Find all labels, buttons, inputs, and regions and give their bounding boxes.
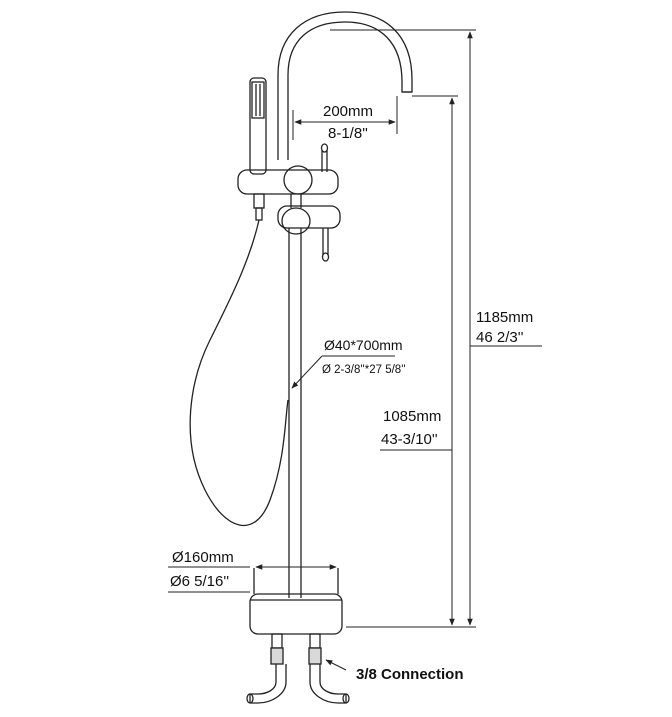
pipe-size-mm-label: Ø40*700mm [324,337,403,353]
connection-label: 3/8 Connection [356,666,464,683]
lower-valve-body [277,205,341,262]
base-diameter-mm-label: Ø160mm [172,549,234,566]
spout-reach-mm-label: 200mm [323,103,373,120]
hand-shower [249,77,267,221]
total-height-mm-label: 1185mm [476,309,533,326]
base-diameter-in-label: Ø6 5/16'' [170,573,229,590]
total-height-in-label: 46 2/3'' [476,329,524,346]
outlet-height-in-label: 43-3/10'' [381,431,438,448]
supply-connections [246,633,350,704]
upper-valve-body [237,143,339,195]
pipe-size-in-label: Ø 2-3/8''*27 5/8'' [322,364,406,376]
connection-arrow [325,659,347,671]
shower-hose [189,219,289,527]
outlet-height-mm-label: 1085mm [383,408,441,425]
floor-base [249,568,343,635]
spout-reach-in-label: 8-1/8'' [328,125,368,142]
vertical-pipe [288,194,302,598]
